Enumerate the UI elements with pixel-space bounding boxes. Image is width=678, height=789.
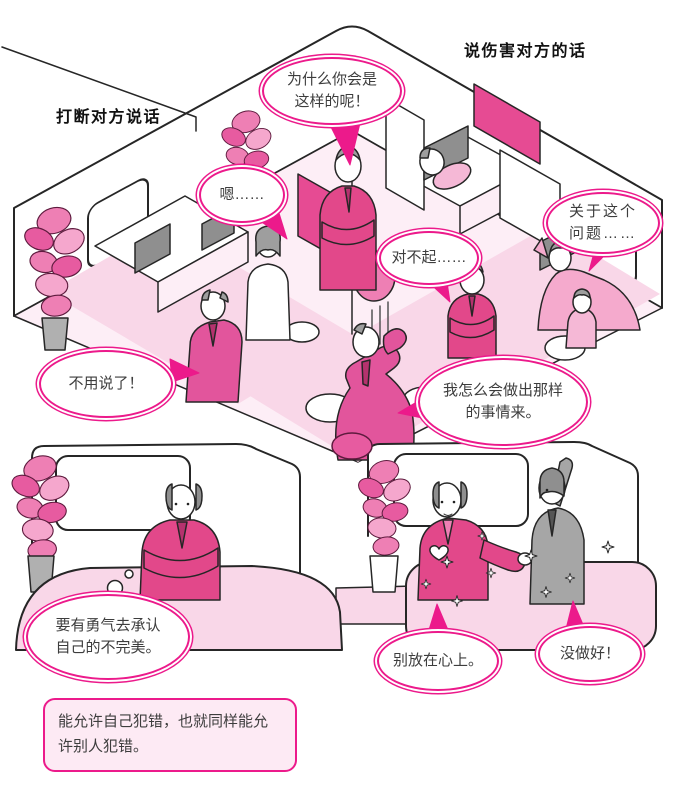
- speech-bubble-why: 为什么你会是 这样的呢！: [262, 57, 402, 125]
- person-man-arms-crossed-bottom: [139, 483, 221, 601]
- pink-partition: [473, 83, 541, 165]
- thought-bubble-courage: 要有勇气去承认 自己的不完美。: [26, 594, 190, 680]
- speech-bubble-um: 嗯……: [199, 167, 285, 223]
- summary-caption-box: 能允许自己犯错，也就同样能允许别人犯错。: [43, 698, 297, 772]
- label-hurtful-words: 说伤害对方的话: [464, 43, 587, 60]
- plant-pot: [41, 317, 69, 351]
- person-sleeping-at-desk: [419, 147, 472, 190]
- partition-panel: [385, 97, 425, 211]
- person-man-arms-crossed-2: [447, 259, 497, 359]
- person-man-arms-crossed: [319, 145, 377, 291]
- tail-no-need: [169, 358, 200, 383]
- speech-bubble-not-done: 没做好！: [538, 626, 642, 682]
- person-seated-small: [565, 288, 597, 349]
- speech-bubble-sorry: 对不起……: [379, 231, 479, 285]
- speech-bubble-about-issue: 关于这个 问题……: [546, 192, 660, 254]
- thought-circle: [124, 569, 134, 579]
- plant-pot: [369, 555, 399, 593]
- label-interrupting: 打断对方说话: [56, 109, 162, 126]
- person-man-consoling: [417, 481, 533, 601]
- bottom-right-vignette: [331, 432, 657, 651]
- speech-bubble-dont-mind: 别放在心上。: [377, 631, 499, 691]
- monitor-icon: [134, 223, 171, 274]
- speech-bubble-how-could: 我怎么会做出那样 的事情来。: [418, 358, 588, 446]
- person-man-bowing: [185, 289, 243, 403]
- speech-bubble-no-need: 不用说了！: [39, 350, 173, 418]
- heart-icon: [429, 545, 449, 561]
- person-woman-standing: [245, 225, 291, 341]
- bush: [331, 432, 373, 460]
- bottom-left-vignette: [7, 443, 415, 651]
